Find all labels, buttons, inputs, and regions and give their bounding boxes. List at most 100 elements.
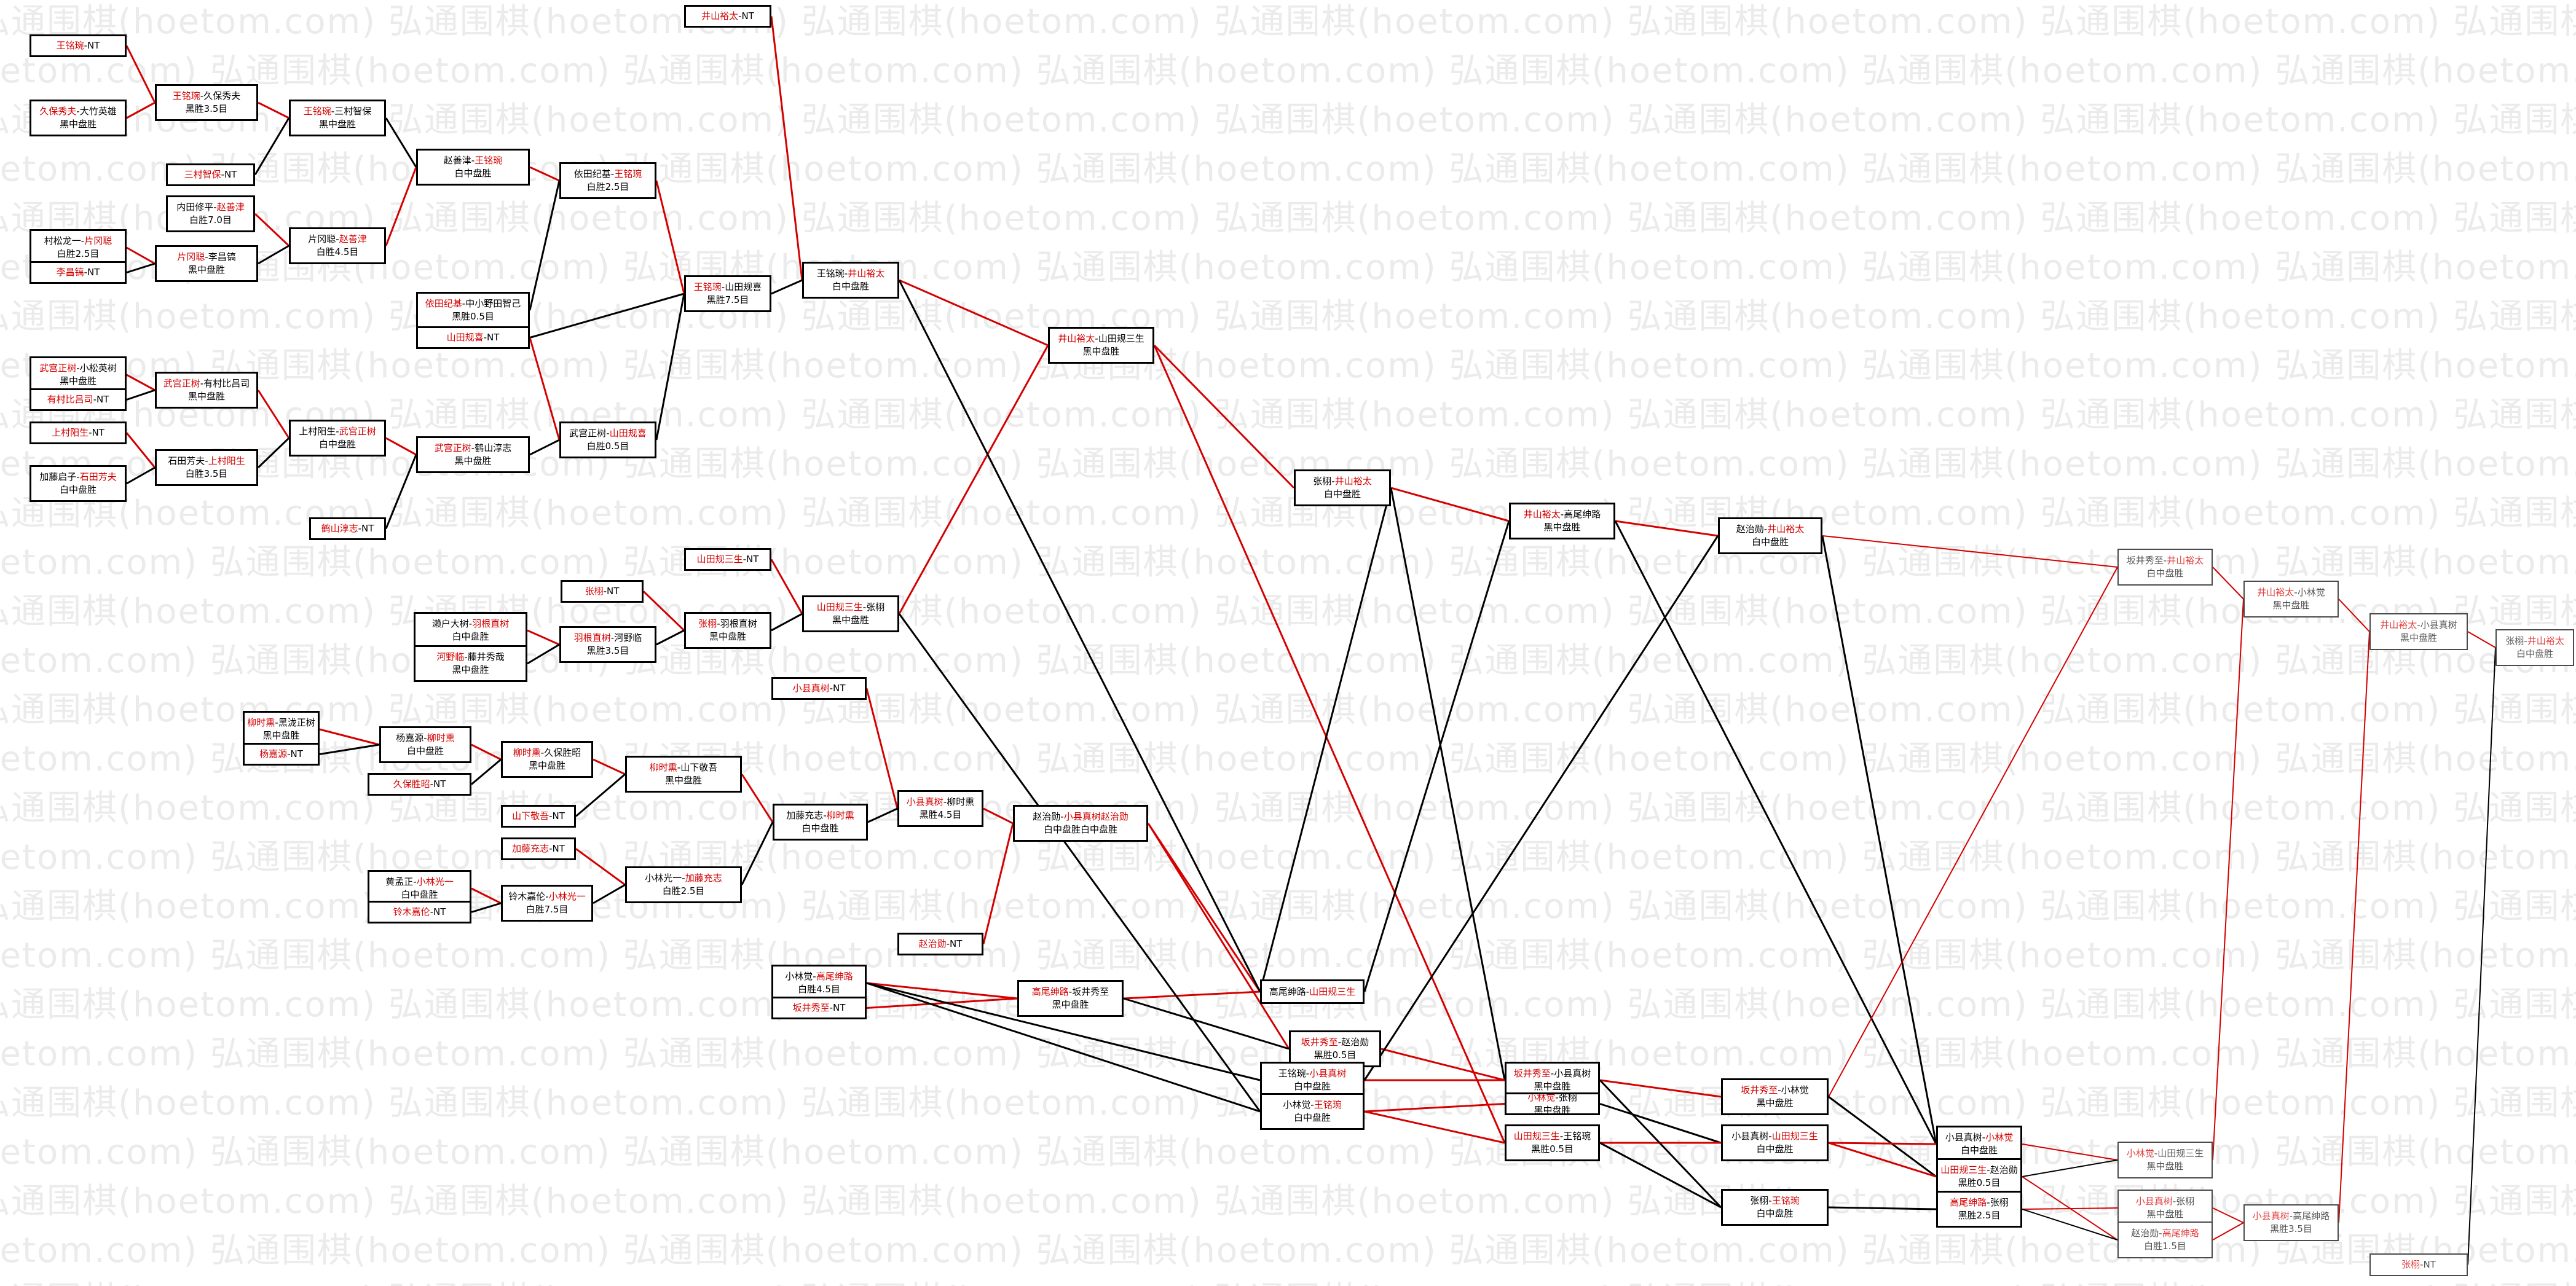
match-box[interactable]: 武宫正树-鹤山淳志黑中盘胜 [416, 436, 530, 473]
match-box[interactable]: 小林觉-王铭琬白中盘胜 [1260, 1093, 1365, 1130]
match-box[interactable]: 上村阳生-NT [30, 421, 127, 444]
match-box[interactable]: 王铭琬-井山裕太白中盘胜 [802, 262, 899, 299]
match-box[interactable]: 片冈聪-李昌镐黑中盘胜 [155, 245, 258, 282]
match-box[interactable]: 小林觉-山田规三生黑中盘胜 [2117, 1142, 2213, 1178]
winner-name: 山田规喜 [446, 332, 484, 343]
match-box[interactable]: 三村智保-NT [166, 163, 255, 186]
match-box[interactable]: 王铭琬-三村智保黑中盘胜 [289, 100, 386, 136]
winner-name: 坂井秀至 [1513, 1068, 1551, 1079]
match-result: 白中盘胜 [1751, 536, 1789, 547]
match-box[interactable]: 有村比吕司-NT [30, 388, 127, 411]
match-box[interactable]: 山田规三生-王铭琬黑胜0.5目 [1505, 1124, 1600, 1161]
match-box[interactable]: 小县真树-小林觉白中盘胜 [1936, 1126, 2022, 1162]
match-box[interactable]: 赵治勋-高尾绅路白胜1.5目 [2117, 1221, 2213, 1258]
match-box[interactable]: 赵治勋-NT [897, 933, 983, 955]
match-box[interactable]: 张栩-NT [2369, 1253, 2468, 1276]
match-box[interactable]: 杨嘉源-柳时熏白中盘胜 [379, 726, 471, 763]
match-box[interactable]: 井山裕太-高尾绅路黑中盘胜 [1509, 503, 1615, 539]
match-box[interactable]: 依田纪基-王铭琬白胜2.5目 [559, 162, 656, 199]
match-box[interactable]: 山田规喜-NT [416, 326, 530, 349]
match-box[interactable]: 坂井秀至-井山裕太白中盘胜 [2117, 549, 2213, 586]
match-box[interactable]: 坂井秀至-赵治勋黑胜0.5目 [1289, 1030, 1381, 1067]
match-box[interactable]: 小林觉-张栩黑中盘胜 [1505, 1092, 1600, 1115]
match-box[interactable]: 山田规三生-NT [684, 548, 771, 571]
player-name: -久保秀夫 [200, 90, 241, 101]
match-box[interactable]: 铃木嘉伦-NT [368, 901, 471, 923]
match-box[interactable]: 张栩-井山裕太白中盘胜 [1294, 469, 1391, 506]
match-box[interactable]: 濑户大树-羽根直树白中盘胜 [414, 612, 527, 649]
match-box[interactable]: 张栩-羽根直树黑中盘胜 [684, 612, 771, 649]
match-box[interactable]: 柳时熏-久保胜昭黑中盘胜 [501, 741, 593, 778]
match-box[interactable]: 小林光一-加藤充志白胜2.5目 [625, 866, 742, 903]
match-box[interactable]: 王铭琬-NT [30, 34, 127, 57]
match-box[interactable]: 坂井秀至-NT [771, 997, 867, 1019]
match-box[interactable]: 小县真树-高尾绅路黑胜3.5目 [2243, 1204, 2339, 1241]
match-box[interactable]: 内田修平-赵善津白胜7.0目 [166, 195, 255, 232]
match-box[interactable]: 井山裕太-山田规三生黑中盘胜 [1048, 327, 1154, 364]
winner-name: 小县真树 [1063, 811, 1101, 822]
match-box[interactable]: 武宫正树-山田规喜白胜0.5目 [559, 421, 656, 458]
match-box[interactable]: 小县真树-NT [771, 677, 867, 700]
match-box[interactable]: 久保秀夫-大竹英雄黑中盘胜 [30, 100, 127, 136]
match-box[interactable]: 小县真树-山田规三生白中盘胜 [1721, 1124, 1829, 1161]
match-box[interactable]: 高尾绅路-张栩黑胜2.5目 [1936, 1191, 2022, 1228]
winner-connector [2022, 1207, 2118, 1210]
match-result: 白中盘胜 [832, 281, 869, 292]
winner-name: 赵善津 [216, 202, 245, 213]
match-players: 坂井秀至-小县真树 [1507, 1067, 1598, 1080]
match-box[interactable]: 高尾绅路-山田规三生 [1260, 979, 1365, 1004]
match-box[interactable]: 井山裕太-小县真树黑中盘胜 [2369, 613, 2468, 650]
match-box[interactable]: 加藤充志-柳时熏白中盘胜 [773, 804, 868, 841]
match-box[interactable]: 井山裕太-NT [684, 5, 771, 28]
match-box[interactable]: 王铭琬-山田规喜黑胜7.5目 [684, 275, 771, 312]
match-box[interactable]: 加藤启子-石田芳夫白中盘胜 [30, 465, 127, 502]
match-box[interactable]: 上村阳生-武宫正树白中盘胜 [289, 420, 386, 457]
match-players: 井山裕太-小县真树 [2371, 619, 2467, 632]
loser-connector [771, 279, 803, 295]
match-box[interactable]: 鹤山淳志-NT [309, 517, 386, 540]
match-result: 黑中盘胜 [59, 119, 97, 130]
match-box[interactable]: 坂井秀至-小林觉黑中盘胜 [1721, 1078, 1829, 1115]
match-box[interactable]: 王铭琬-久保秀夫黑胜3.5目 [155, 84, 258, 121]
match-box[interactable]: 武宫正树-有村比吕司黑中盘胜 [155, 372, 258, 409]
match-box[interactable]: 山田规三生-赵治勋黑胜0.5目 [1936, 1158, 2022, 1195]
match-box[interactable]: 小县真树-张栩黑中盘胜 [2117, 1190, 2213, 1226]
match-box[interactable]: 山田规三生-张栩黑中盘胜 [802, 595, 899, 632]
match-box[interactable]: 赵善津-王铭琬白中盘胜 [416, 149, 530, 186]
match-box[interactable]: 河野临-藤井秀哉黑中盘胜 [414, 645, 527, 682]
match-box[interactable]: 井山裕太-小林觉黑中盘胜 [2243, 581, 2339, 618]
match-box[interactable]: 小县真树-柳时熏黑胜4.5目 [897, 790, 983, 827]
loser-connector [866, 982, 1261, 1081]
match-box[interactable]: 杨嘉源-NT [243, 743, 320, 766]
match-box[interactable]: 张栩-NT [561, 580, 644, 603]
match-box[interactable]: 久保胜昭-NT [368, 773, 471, 796]
match-box[interactable]: 小林觉-高尾绅路白胜4.5目 [771, 965, 867, 1002]
player-name: -羽根直树 [717, 618, 757, 629]
match-box[interactable]: 羽根直树-河野临黑胜3.5目 [559, 626, 656, 663]
player-name: 小县真树- [1731, 1131, 1772, 1142]
match-box[interactable]: 王铭琬-小县真树白中盘胜 [1260, 1062, 1365, 1099]
match-box[interactable]: 高尾绅路-坂井秀至黑中盘胜 [1017, 980, 1124, 1017]
winner-name: 杨嘉源 [259, 748, 288, 759]
match-box[interactable]: 张栩-王铭琬白中盘胜 [1721, 1189, 1829, 1226]
match-box[interactable]: 村松龙一-片冈聪白胜2.5目 [30, 229, 127, 266]
match-box[interactable]: 赵治勋-井山裕太白中盘胜 [1718, 517, 1822, 554]
match-box[interactable]: 武宫正树-小松英树黑中盘胜 [30, 356, 127, 393]
winner-name: 张栩 [698, 618, 717, 629]
match-box[interactable]: 加藤充志-NT [501, 837, 576, 860]
match-box[interactable]: 片冈聪-赵善津白胜4.5目 [289, 227, 386, 264]
match-box[interactable]: 赵治勋-小县真树赵治勋白中盘胜白中盘胜 [1013, 805, 1148, 842]
loser-connector [385, 454, 417, 530]
match-box[interactable]: 石田芳夫-上村阳生白胜3.5目 [155, 449, 258, 486]
match-result: 白中盘胜 [452, 631, 489, 642]
player-name: 村松龙一- [44, 235, 85, 246]
loser-connector [1821, 535, 1937, 1145]
match-box[interactable]: 柳时熏-山下敬吾黑中盘胜 [625, 756, 742, 793]
match-box[interactable]: 李昌镐-NT [30, 261, 127, 284]
match-box[interactable]: 张栩-井山裕太白中盘胜 [2495, 629, 2574, 666]
player-name: -NT [829, 683, 846, 694]
match-box[interactable]: 山下敬吾-NT [501, 805, 576, 828]
match-box[interactable]: 铃木嘉伦-小林光一白胜7.5目 [501, 885, 593, 922]
match-box[interactable]: 柳时熏-黑泷正树黑中盘胜 [243, 711, 320, 748]
match-box[interactable]: 依田纪基-中小野田智己黑胜0.5目 [416, 292, 530, 329]
